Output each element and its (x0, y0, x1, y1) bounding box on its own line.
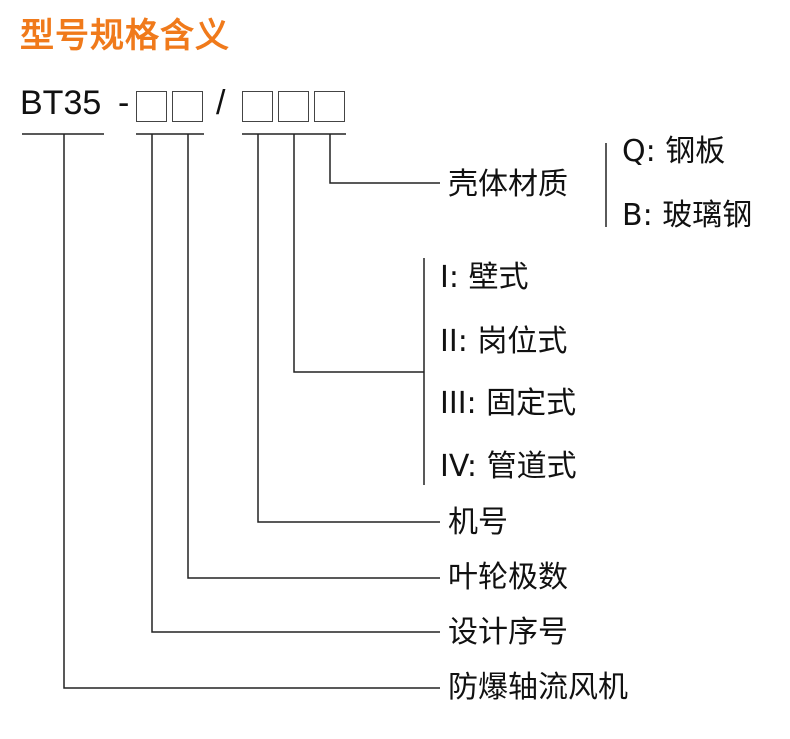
install-option-duct: IV: 管道式 (440, 449, 577, 484)
model-dash: - (118, 84, 130, 122)
install-option-post: II: 岗位式 (440, 324, 568, 359)
model-slash: / (216, 84, 226, 122)
blade-stages-box (172, 91, 203, 122)
design-seq-label: 设计序号 (448, 615, 568, 650)
machine-no-box (242, 91, 273, 122)
line-material (329, 134, 440, 184)
line-machine-no (257, 134, 440, 523)
machine-no-label: 机号 (448, 505, 508, 540)
line-fan-type (63, 134, 440, 689)
install-option-wall: I: 壁式 (440, 260, 529, 295)
diagram-title: 型号规格含义 (20, 16, 230, 56)
design-seq-box (136, 91, 167, 122)
material-option-steel: Q: 钢板 (622, 134, 726, 169)
model-prefix: BT35 (20, 84, 102, 122)
line-install-type (293, 134, 424, 373)
fan-type-label: 防爆轴流风机 (448, 670, 628, 705)
install-type-box (278, 91, 309, 122)
material-label: 壳体材质 (448, 167, 568, 202)
material-box (314, 91, 345, 122)
install-option-fixed: III: 固定式 (440, 386, 577, 421)
material-option-frp: B: 玻璃钢 (622, 198, 753, 233)
line-design-seq (151, 134, 440, 633)
blade-stages-label: 叶轮极数 (448, 560, 568, 595)
line-blade-stages (187, 134, 440, 579)
